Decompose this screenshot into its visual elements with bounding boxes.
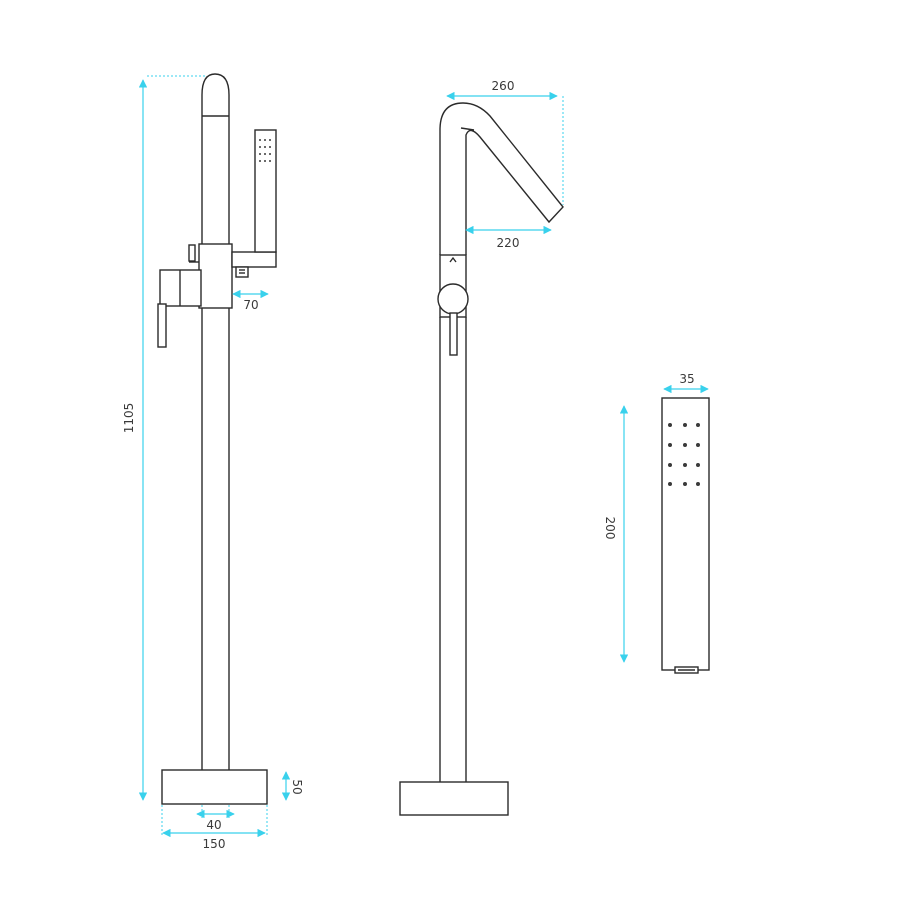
front-base-plate	[399, 781, 509, 816]
front-knob	[437, 283, 469, 315]
hand-shower-nozzles	[668, 423, 700, 486]
spout	[439, 102, 564, 255]
spout-collar	[460, 127, 475, 131]
pipe-diameter-label: 40	[206, 818, 221, 832]
handle-offset-label: 70	[243, 298, 258, 312]
front-lever	[449, 312, 458, 356]
spout-reach-label: 260	[492, 79, 515, 93]
base-width-label: 150	[203, 837, 226, 851]
holder-arm	[231, 251, 277, 268]
hand-shower-body	[661, 397, 710, 671]
hand-shower-view: 35 200	[603, 372, 710, 674]
front-riser-pipe	[439, 317, 467, 782]
hand-shower-small-nozzles	[259, 139, 271, 162]
base-height-label: 50	[290, 779, 304, 794]
hand-shower-small	[254, 129, 277, 253]
hand-shower-length-label: 200	[603, 517, 617, 540]
side-view: 1105 70 50 40 150	[122, 73, 304, 851]
front-view: 260 220	[399, 79, 564, 816]
base-plate	[161, 769, 268, 805]
front-indicator	[449, 256, 457, 263]
riser-pipe	[201, 73, 230, 770]
height-label: 1105	[122, 403, 136, 434]
hand-shower-width-label: 35	[679, 372, 694, 386]
hose-connector	[235, 266, 249, 278]
spout-inner-reach-label: 220	[497, 236, 520, 250]
lever-handle	[157, 303, 167, 348]
small-screw	[188, 244, 196, 262]
valve-body	[198, 243, 233, 309]
